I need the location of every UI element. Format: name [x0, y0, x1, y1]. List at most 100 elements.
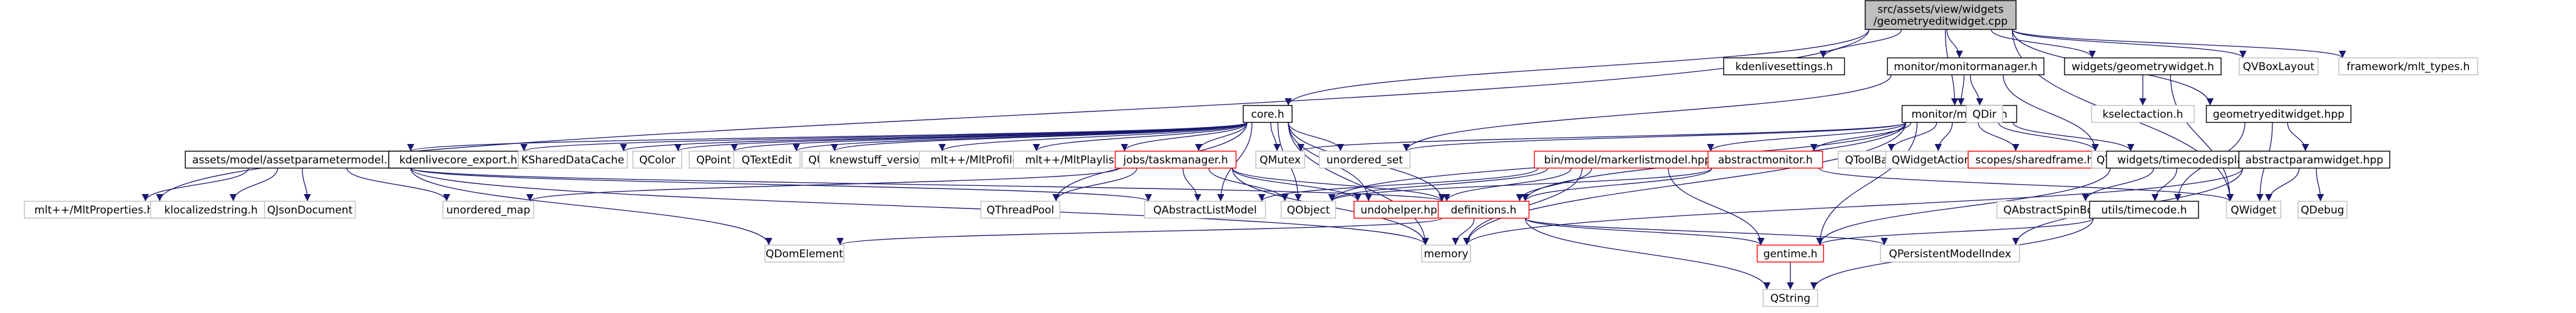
node-core[interactable]: core.h [1243, 105, 1293, 123]
edge-assetparametermodel-to-definitions [410, 167, 1445, 202]
node-label: QWidget [2230, 204, 2277, 217]
node-box [1144, 200, 1266, 219]
edge-taskmanager-to-unordered_map [526, 167, 1120, 202]
node-label: mlt++/MltProfile.h [930, 154, 1029, 167]
node-abstractparamwidget[interactable]: abstractparamwidget.hpp [2238, 150, 2391, 169]
node-label: QString [1770, 292, 1810, 305]
node-layer: src/assets/view/widgets/geometryeditwidg… [24, 0, 2478, 307]
node-sharedframe[interactable]: scopes/sharedframe.h [1968, 150, 2101, 169]
edge-timecodedisplay-to-utils_timecode [2151, 168, 2178, 202]
edge-monitormanager-to-unordered_set [1402, 74, 1892, 151]
node-geometrywidget[interactable]: widgets/geometrywidget.h [2064, 57, 2222, 76]
node-qstring: QString [1762, 289, 1819, 307]
node-abstractmonitor[interactable]: abstractmonitor.h [1707, 150, 1824, 169]
node-box [2297, 200, 2348, 219]
edge-taskmanager-to-qthreadpool [1052, 168, 1137, 202]
node-label: abstractmonitor.h [1718, 154, 1812, 167]
edge-abstractmonitor-to-definitions [1521, 168, 1713, 202]
edge-core-to-mltprofile [1032, 122, 1248, 151]
edge-monitormanager-to-qdir [1969, 74, 1984, 106]
edge-monitor-to-gentime [1816, 122, 1918, 245]
edge-assetparametermodel-to-qabstractlistmodel [410, 167, 1152, 202]
node-box [185, 150, 415, 169]
node-label: abstractparamwidget.hpp [2245, 154, 2383, 167]
node-box [1887, 57, 2045, 76]
edge-core-to-mltplaylist [1121, 122, 1248, 151]
node-box [2239, 57, 2319, 76]
node-label: knewstuff_version.h [829, 154, 936, 167]
node-monitormanager[interactable]: monitor/monitormanager.h [1887, 57, 2045, 76]
node-geometryeditwidget-hpp[interactable]: geometryeditwidget.hpp [2205, 105, 2352, 123]
node-box [2338, 57, 2478, 76]
edge-root-to-monitormanager [1946, 29, 1963, 58]
node-taskmanager[interactable]: jobs/taskmanager.h [1114, 150, 1237, 169]
node-label: src/assets/view/widgets [1877, 4, 2004, 16]
node-box [1318, 150, 1411, 169]
node-label: QMutex [1260, 154, 1301, 167]
node-undohelper[interactable]: undohelper.hpp [1353, 200, 1451, 219]
node-label: memory [1424, 248, 1468, 260]
node-definitions[interactable]: definitions.h [1437, 200, 1530, 219]
edge-abstractmonitor-to-qwidget [1818, 167, 2234, 202]
node-unordered-set: unordered_set [1318, 150, 1411, 169]
node-box [2091, 105, 2195, 123]
node-label: QObject [1287, 204, 1330, 217]
node-box [1280, 200, 1337, 219]
node-markerlistmodel[interactable]: bin/model/markerlistmodel.hpp [1534, 150, 1722, 169]
edge-core-to-taskmanager [1194, 122, 1248, 151]
edge-root-to-geometrywidget [1991, 29, 2096, 58]
edge-monitor-to-qwidgetaction [1934, 122, 1953, 151]
node-label: KSharedDataCache [521, 154, 624, 167]
edge-root-to-mlt_types [2011, 29, 2346, 59]
edge-timecodedisplay-to-qabstractspinbox [2081, 168, 2155, 202]
edge-core-to-qurl [831, 121, 1248, 152]
node-label: QColor [639, 154, 675, 167]
node-qabstractlistmodel: QAbstractListModel [1144, 200, 1266, 219]
node-box [1353, 200, 1451, 219]
node-label: gentime.h [1763, 248, 1818, 260]
node-box [264, 200, 356, 219]
node-box [632, 150, 682, 169]
node-label: widgets/geometrywidget.h [2071, 61, 2214, 73]
node-label: QWidgetAction [1892, 154, 1971, 167]
edge-markerlistmodel-to-gentime [1668, 168, 1765, 245]
node-label: QDomElement [766, 248, 843, 260]
edge-definitions-to-qpersistentmodelindex [1524, 217, 1888, 246]
node-kdenlivesettings[interactable]: kdenlivesettings.h [1723, 57, 1845, 76]
node-label: widgets/timecodedisplay.h [2117, 154, 2258, 167]
node-qdebug: QDebug [2297, 200, 2348, 219]
node-box [1421, 244, 1471, 263]
node-qobject: QObject [1280, 200, 1337, 219]
node-label: kdenlivesettings.h [1735, 61, 1833, 73]
node-box [1255, 150, 1305, 169]
edge-root-to-qvboxlayout [2011, 29, 2247, 59]
node-utils-timecode[interactable]: utils/timecode.h [2089, 200, 2199, 219]
node-label: scopes/sharedframe.h [1976, 154, 2094, 167]
node-box [1114, 150, 1237, 169]
node-label: QAbstractSpinBox [2003, 204, 2099, 217]
node-gentime[interactable]: gentime.h [1757, 244, 1824, 263]
node-mltproperties: mlt++/MltProperties.h [24, 200, 164, 219]
node-label: unordered_set [1326, 154, 1403, 167]
node-label: framework/mlt_types.h [2347, 61, 2470, 73]
node-box [2089, 200, 2199, 219]
node-qvboxlayout: QVBoxLayout [2239, 57, 2319, 76]
edge-abstractmonitor-to-qobject [1328, 167, 1713, 202]
edge-assetparametermodel-to-memory [410, 168, 1429, 245]
node-label: assets/model/assetparametermodel.hpp [192, 154, 408, 167]
edge-assetparametermodel-to-qjsondocument [302, 168, 311, 202]
edge-utils_timecode-to-gentime [1816, 217, 2094, 246]
node-assetparametermodel[interactable]: assets/model/assetparametermodel.hpp [185, 150, 415, 169]
node-qpoint: QPoint [689, 150, 739, 169]
node-label: klocalizedstring.h [164, 204, 257, 217]
node-box [1243, 105, 1293, 123]
node-root[interactable]: src/assets/view/widgets/geometryeditwidg… [1864, 0, 2017, 30]
node-box [2064, 57, 2222, 76]
node-label: QDebug [2301, 204, 2344, 217]
node-label: monitor/monitormanager.h [1894, 61, 2037, 73]
node-box [1762, 289, 1819, 307]
edge-assetparametermodel-to-klocalizedstring [229, 168, 279, 202]
edge-abstractparamwidget-to-qwidget [2265, 168, 2300, 202]
node-kdenlivecore-export[interactable]: kdenlivecore_export.h [388, 150, 528, 169]
